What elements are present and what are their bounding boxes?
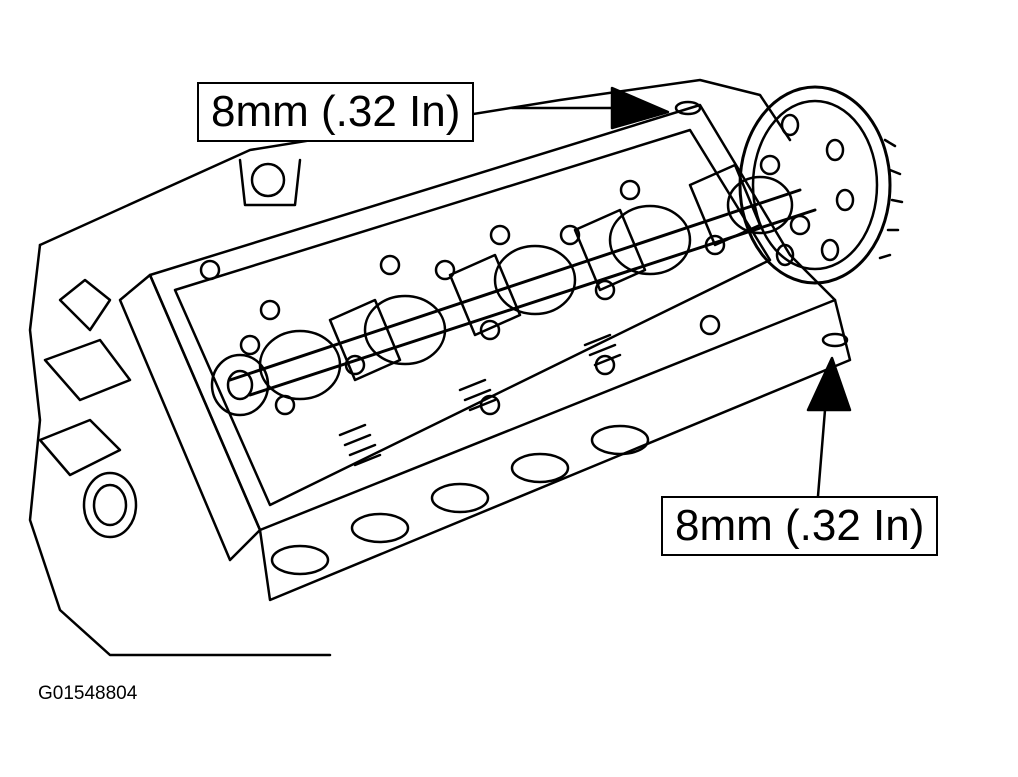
- gasket-ports: [82, 424, 650, 576]
- gap-slot-bottom: [821, 332, 849, 348]
- arrowhead-bottom: [806, 356, 852, 412]
- valve-springs: [338, 333, 622, 467]
- callout-top-measurement: 8mm (.32 In): [197, 82, 475, 142]
- figure-id-label: G01548804: [38, 683, 138, 704]
- engine-block-outline: [28, 78, 792, 657]
- cylinder-head: [118, 103, 852, 602]
- callout-bottom-measurement: 8mm (.32 In): [661, 496, 939, 556]
- timing-sprocket: [738, 85, 904, 285]
- leader-line-bottom: [816, 408, 827, 498]
- gap-slot-top: [674, 100, 702, 116]
- arrowhead-top: [610, 86, 670, 130]
- bolts: [199, 154, 811, 416]
- camshaft: [210, 175, 817, 417]
